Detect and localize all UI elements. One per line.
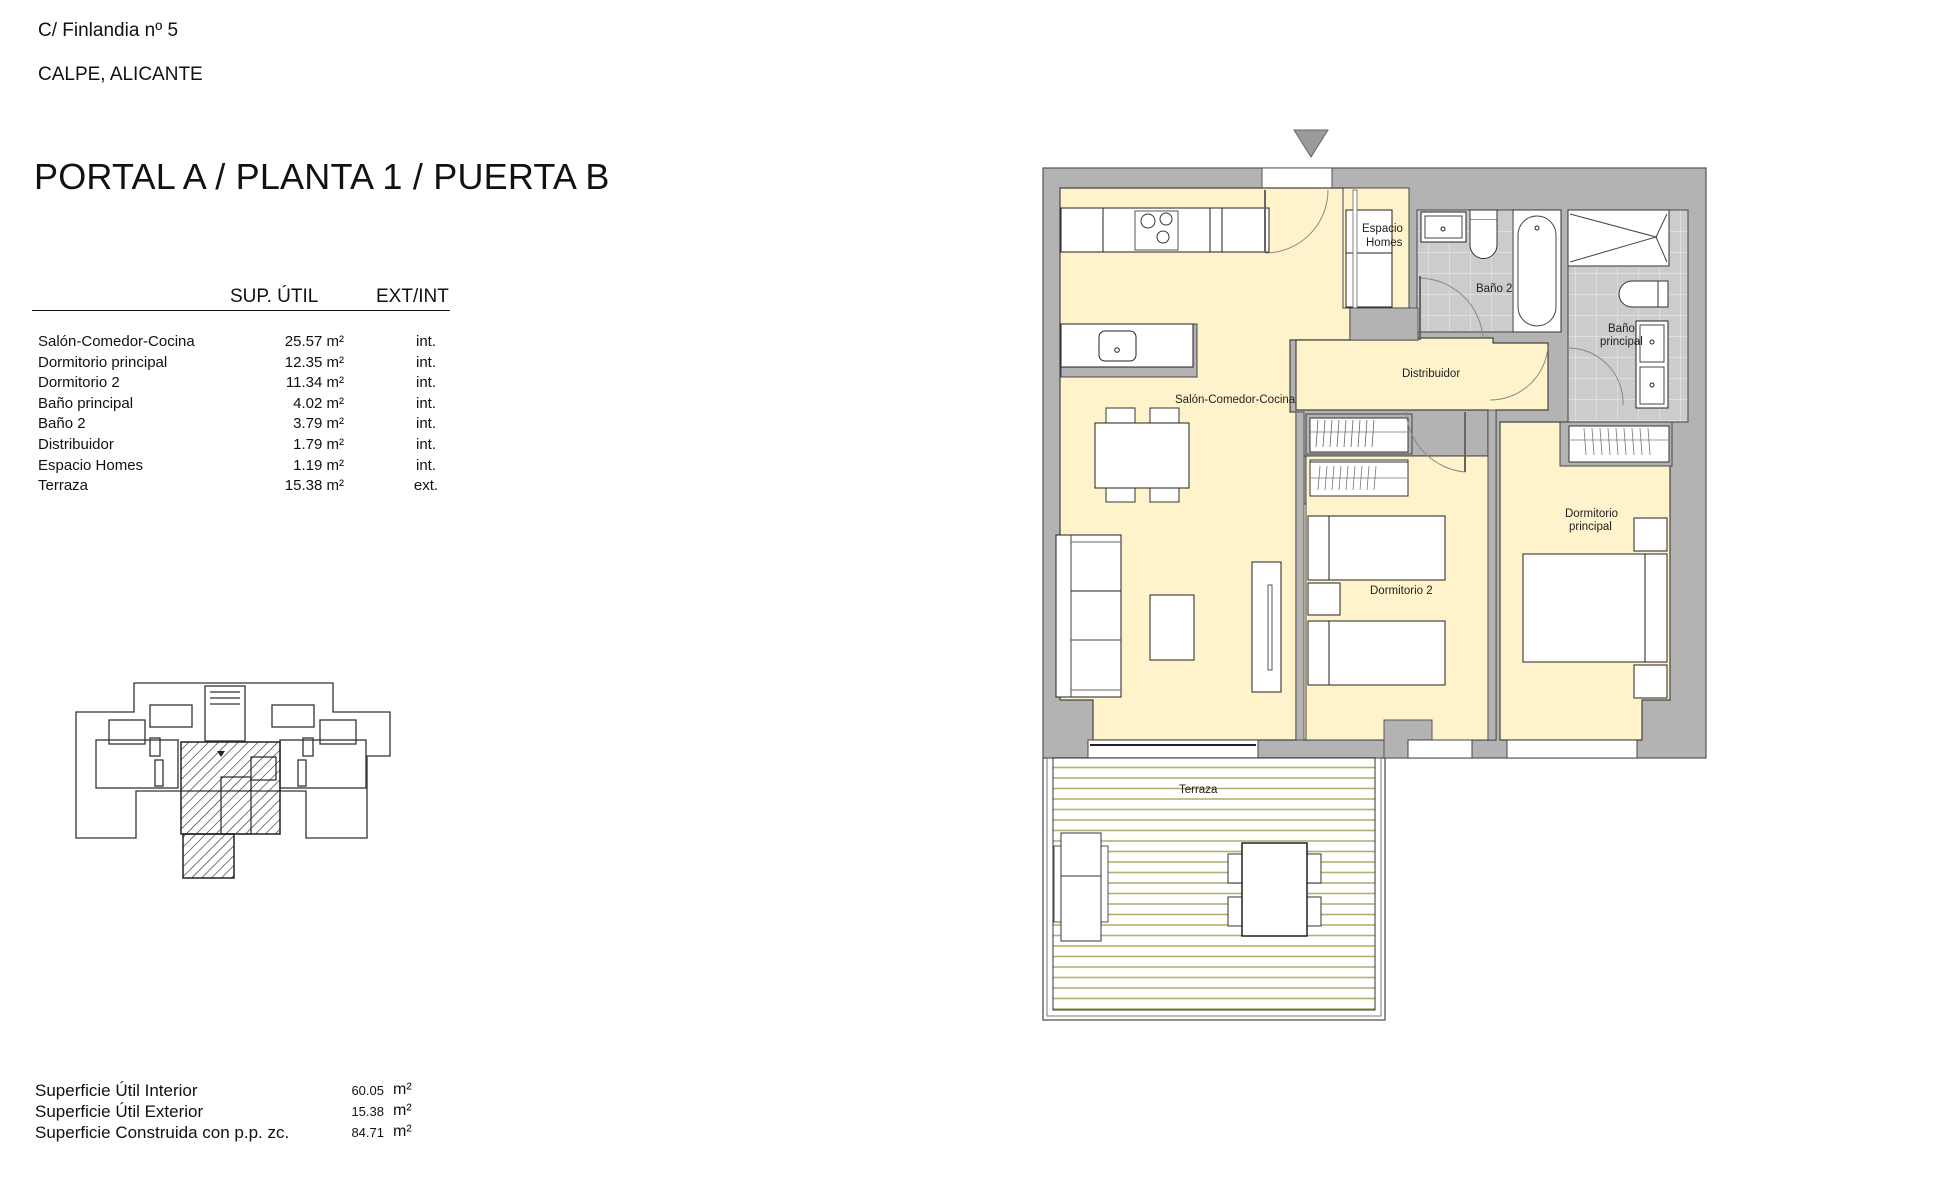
total-row-exterior: Superficie Útil Exterior 15.38 m² — [35, 1102, 412, 1124]
room-type: int. — [415, 374, 436, 391]
room-area: 11.34 m² — [285, 374, 344, 391]
floor-plan: Espacio Homes Baño 2 Baño principal Dist… — [1042, 129, 1707, 1021]
entrance-arrow-icon — [1293, 129, 1329, 158]
table-row: Dormitorio 2 11.34 m² int. — [38, 374, 438, 395]
total-unit: m² — [393, 1102, 412, 1119]
table-row: Salón-Comedor-Cocina 25.57 m² int. — [38, 333, 438, 354]
room-area: 12.35 m² — [284, 354, 344, 371]
room-type: int. — [415, 395, 436, 412]
total-label: Superficie Útil Exterior — [35, 1102, 204, 1121]
room-type: ext. — [413, 477, 439, 494]
label-dormitorio-principal: Dormitorio — [1565, 508, 1618, 520]
label-bano-2: Baño 2 — [1476, 283, 1512, 295]
page-title: PORTAL A / PLANTA 1 / PUERTA B — [34, 156, 610, 197]
room-name: Baño 2 — [38, 415, 86, 432]
room-area: 3.79 m² — [293, 415, 344, 432]
room-type: int. — [415, 457, 436, 474]
table-row: Dormitorio principal 12.35 m² int. — [38, 354, 438, 375]
label-terraza: Terraza — [1179, 784, 1218, 796]
room-area: 4.02 m² — [293, 395, 344, 412]
table-row: Baño principal 4.02 m² int. — [38, 395, 438, 416]
table-row: Distribuidor 1.79 m² int. — [38, 436, 438, 457]
address-city: CALPE, ALICANTE — [38, 64, 203, 85]
room-area: 1.19 m² — [293, 457, 344, 474]
address-street: C/ Finlandia nº 5 — [38, 20, 179, 41]
room-name: Dormitorio 2 — [38, 374, 120, 391]
room-area: 1.79 m² — [293, 436, 344, 453]
total-value: 84.71 — [351, 1125, 384, 1140]
column-header-area: SUP. ÚTIL — [230, 286, 319, 307]
total-value: 15.38 — [351, 1104, 384, 1119]
room-name: Terraza — [38, 477, 89, 494]
room-type: int. — [415, 415, 436, 432]
total-label: Superficie Construida con p.p. zc. — [35, 1123, 290, 1142]
label-dormitorio-2: Dormitorio 2 — [1370, 585, 1433, 597]
room-area: 25.57 m² — [284, 333, 344, 350]
total-row-built: Superficie Construida con p.p. zc. 84.71… — [35, 1123, 412, 1145]
room-area: 15.38 m² — [284, 477, 344, 494]
total-unit: m² — [393, 1081, 412, 1098]
room-name: Distribuidor — [38, 436, 114, 453]
label-bano-principal: Baño — [1608, 323, 1635, 335]
room-type: int. — [415, 436, 436, 453]
table-rule — [32, 310, 450, 311]
total-label: Superficie Útil Interior — [35, 1081, 198, 1100]
room-name: Baño principal — [38, 395, 134, 412]
table-row: Terraza 15.38 m² ext. — [38, 477, 438, 498]
total-unit: m² — [393, 1123, 412, 1140]
label-espacio-homes: Espacio — [1362, 223, 1403, 235]
label-distribuidor: Distribuidor — [1402, 368, 1460, 380]
room-name: Salón-Comedor-Cocina — [38, 333, 195, 350]
room-name: Espacio Homes — [38, 457, 144, 474]
room-type: int. — [415, 354, 436, 371]
room-type: int. — [415, 333, 436, 350]
table-row: Espacio Homes 1.19 m² int. — [38, 457, 438, 478]
room-name: Dormitorio principal — [38, 354, 168, 371]
label-espacio-homes-2: Homes — [1366, 237, 1403, 249]
label-dormitorio-principal-2: principal — [1569, 521, 1612, 533]
label-bano-principal-2: principal — [1600, 336, 1643, 348]
table-row: Baño 2 3.79 m² int. — [38, 415, 438, 436]
total-row-interior: Superficie Útil Interior 60.05 m² — [35, 1081, 412, 1103]
column-header-ext-int: EXT/INT — [376, 286, 449, 307]
label-salon-comedor-cocina: Salón-Comedor-Cocina — [1175, 394, 1296, 406]
total-value: 60.05 — [351, 1083, 384, 1098]
